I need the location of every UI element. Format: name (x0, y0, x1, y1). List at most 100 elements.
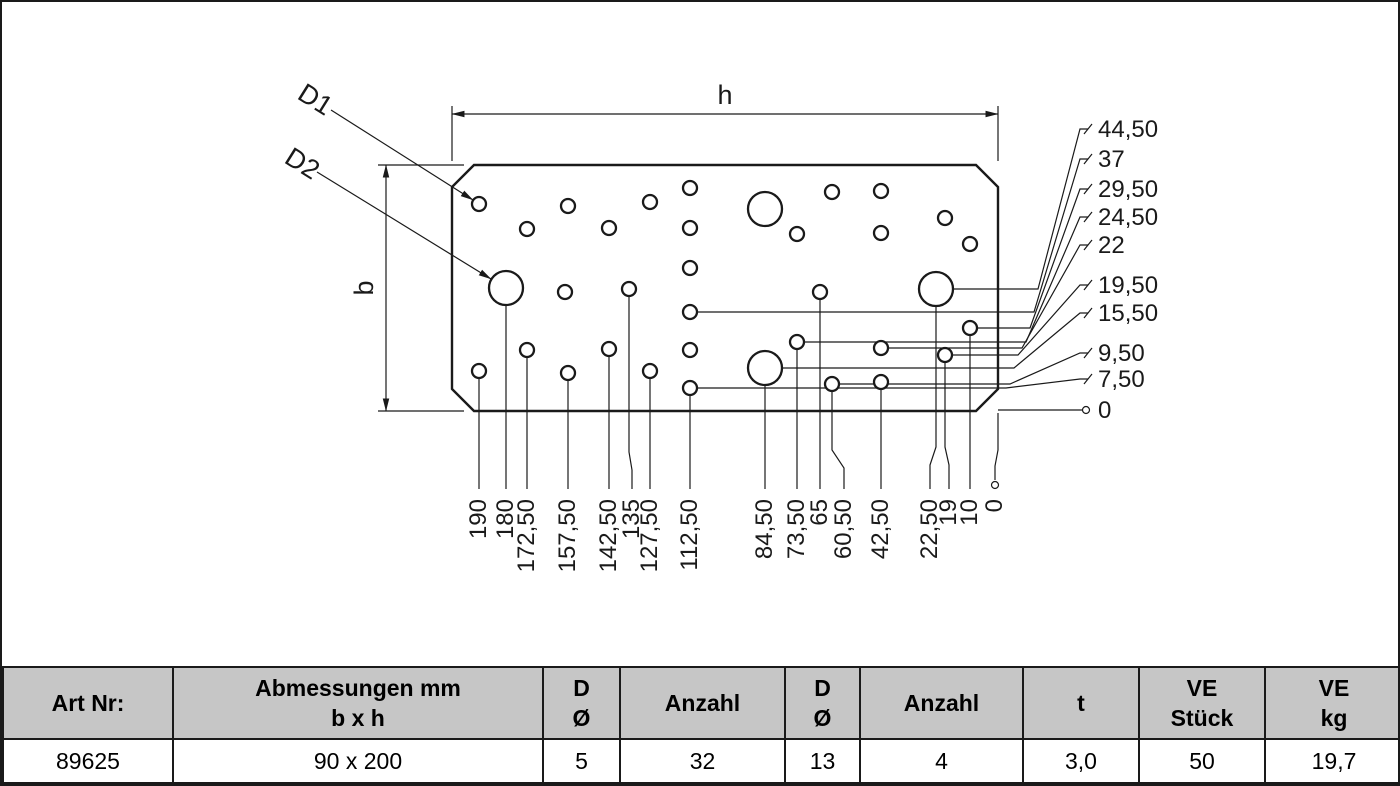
bottom-ordinate-leaders (478, 296, 1000, 490)
hole-small (936, 209, 954, 227)
right-ordinate-labels: 44,50 37 29,50 24,50 22 19,50 15,50 9,50… (1098, 116, 1158, 424)
hole-small (681, 219, 699, 237)
cell-anzahl-2: 4 (859, 738, 1024, 784)
dim-bottom-label: 135 (618, 499, 645, 539)
hole-small (681, 259, 699, 277)
hole-small (872, 339, 890, 357)
header-t: t (1022, 666, 1140, 740)
right-ordinate-leaders (697, 123, 1093, 415)
hole-large (746, 349, 784, 387)
dim-bottom-label: 10 (956, 499, 983, 526)
table-data-row: 89625 90 x 200 5 32 13 4 3,0 50 19,7 (2, 738, 1398, 784)
holes-large (487, 190, 955, 387)
dim-bottom-label: 65 (806, 499, 833, 526)
cell-d1-diameter: 5 (542, 738, 621, 784)
cell-ve-kg: 19,7 (1264, 738, 1398, 784)
hole-large (917, 270, 955, 308)
dim-right-label: 44,50 (1098, 116, 1158, 143)
dim-right-label: 19,50 (1098, 272, 1158, 299)
dim-bottom-label: 142,50 (595, 499, 622, 572)
hole-small (936, 346, 954, 364)
hole-small (823, 375, 841, 393)
hole-small (600, 340, 618, 358)
cell-art-nr: 89625 (2, 738, 174, 784)
plate-outline (450, 163, 1000, 413)
dim-right-label: 22 (1098, 232, 1125, 259)
dim-bottom-label: 190 (465, 499, 492, 539)
dim-bottom-label: 172,50 (513, 499, 540, 572)
dim-bottom-label: 0 (981, 499, 1008, 512)
hole-small (681, 341, 699, 359)
d1-leader: D1 (293, 78, 474, 201)
hole-small (518, 341, 536, 359)
hole-small (641, 193, 659, 211)
hole-small (470, 362, 488, 380)
header-anzahl-1: Anzahl (619, 666, 786, 740)
hole-small (559, 364, 577, 382)
d1-label: D1 (293, 78, 338, 122)
dim-right-label: 37 (1098, 146, 1125, 173)
hole-small (681, 379, 699, 397)
bottom-ordinate-labels: 190 180 172,50 157,50 142,50 135 127,50 … (465, 499, 1008, 572)
dim-bottom-label: 19 (935, 499, 962, 526)
hole-small (811, 283, 829, 301)
cell-abmessungen: 90 x 200 (172, 738, 544, 784)
dim-bottom-label: 180 (492, 499, 519, 539)
h-dimension: h (451, 80, 999, 161)
dim-right-label: 0 (1098, 397, 1111, 424)
hole-small (872, 224, 890, 242)
dim-bottom-label: 73,50 (783, 499, 810, 559)
technical-drawing: h b D1 D2 44,50 37 29,50 24,50 22 19,50 … (280, 78, 1158, 573)
dim-bottom-label: 84,50 (751, 499, 778, 559)
d2-label: D2 (280, 142, 325, 186)
hole-small (556, 283, 574, 301)
dim-bottom-label: 127,50 (636, 499, 663, 572)
hole-small (559, 197, 577, 215)
dim-right-label: 24,50 (1098, 204, 1158, 231)
holes-small (470, 179, 979, 397)
dim-bottom-label: 60,50 (830, 499, 857, 559)
hole-small (681, 303, 699, 321)
cell-t: 3,0 (1022, 738, 1140, 784)
hole-small (600, 219, 618, 237)
dim-bottom-label: 112,50 (676, 499, 703, 571)
hole-small (961, 319, 979, 337)
hole-small (823, 183, 841, 201)
hole-small (788, 333, 806, 351)
cell-ve-stueck: 50 (1138, 738, 1266, 784)
b-dimension-label: b (349, 280, 379, 295)
hole-small (470, 195, 488, 213)
cell-d2-diameter: 13 (784, 738, 861, 784)
dim-right-label: 15,50 (1098, 300, 1158, 327)
ordinate-origin-marker (1081, 405, 1091, 415)
ordinate-origin-marker (990, 480, 1000, 490)
hole-large (746, 190, 784, 228)
header-art-nr: Art Nr: (2, 666, 174, 740)
hole-small (872, 182, 890, 200)
dim-right-label: 7,50 (1098, 366, 1145, 393)
hole-small (788, 225, 806, 243)
hole-small (961, 235, 979, 253)
hole-small (641, 362, 659, 380)
cell-anzahl-1: 32 (619, 738, 786, 784)
hole-small (620, 280, 638, 298)
hole-large (487, 269, 525, 307)
hole-small (518, 220, 536, 238)
hole-small (681, 179, 699, 197)
dim-bottom-label: 157,50 (554, 499, 581, 572)
b-dimension: b (349, 164, 464, 412)
h-dimension-label: h (717, 80, 732, 110)
header-anzahl-2: Anzahl (859, 666, 1024, 740)
hole-small (872, 373, 890, 391)
dim-right-label: 29,50 (1098, 176, 1158, 203)
dim-bottom-label: 22,50 (916, 499, 943, 559)
